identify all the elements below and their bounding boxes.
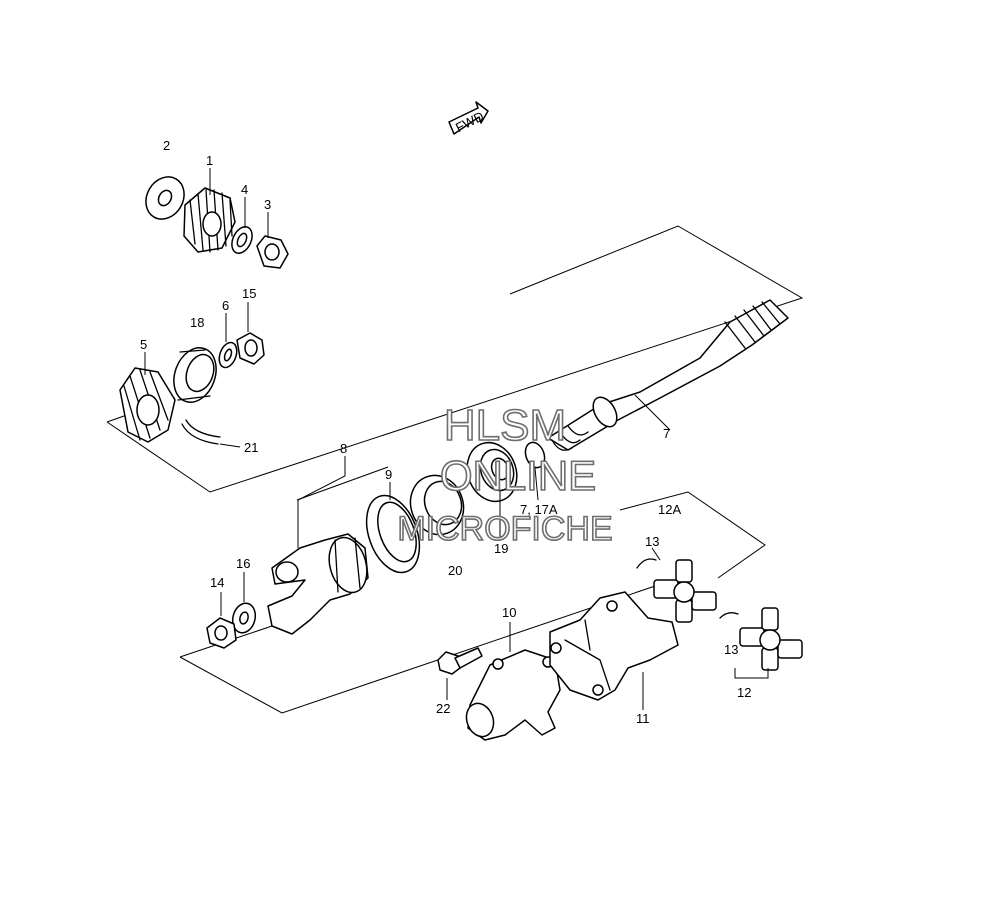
watermark: HLSM ONLINE MICROFICHE: [397, 400, 614, 549]
part-17-o-ring: [524, 441, 546, 469]
label-1: 1: [206, 153, 213, 168]
label-4: 4: [241, 182, 248, 197]
group-outline-lower-top: [296, 466, 389, 501]
part-19-bearing: [466, 441, 518, 503]
bracket-12: [734, 668, 769, 679]
label-5: 5: [140, 337, 147, 352]
fwd-arrow-icon: FWD: [448, 101, 489, 135]
part-4-washer-hole: [236, 232, 248, 248]
part-22-bolt: [437, 647, 483, 675]
watermark-line-2: ONLINE: [440, 452, 596, 499]
group-outline-lower: [179, 584, 659, 714]
part-21-clip: [181, 419, 221, 445]
watermark-line-1: HLSM: [444, 401, 566, 450]
part-2-washer: [145, 176, 185, 220]
label-8: 8: [340, 441, 347, 456]
part-5-ring-gear: [119, 367, 176, 443]
label-13-lower: 13: [724, 642, 738, 657]
part-13-circlip-b: [719, 612, 739, 619]
label-3: 3: [264, 197, 271, 212]
label-12: 12: [737, 685, 751, 700]
part-12a-spider: [653, 559, 717, 623]
part-11-flange-yoke: [549, 591, 679, 701]
fwd-label: FWD: [453, 108, 486, 135]
label-16: 16: [236, 556, 250, 571]
part-7-drive-shaft: [547, 299, 789, 451]
label-22: 22: [436, 701, 450, 716]
group-outline-12a: [619, 491, 766, 579]
part-18-bearing: [173, 347, 217, 403]
part-15-nut: [236, 332, 265, 365]
label-18: 18: [190, 315, 204, 330]
label-13-upper: 13: [645, 534, 659, 549]
part-13-circlip-a: [636, 558, 657, 569]
label-21: 21: [244, 440, 258, 455]
label-7: 7: [663, 426, 670, 441]
part-14-nut: [206, 617, 237, 649]
label-6: 6: [222, 298, 229, 313]
watermark-line-3: MICROFICHE: [397, 510, 612, 548]
part-8-yoke: [267, 533, 369, 635]
part-20-seal: [409, 474, 465, 536]
part-12-spider: [739, 607, 803, 671]
label-2: 2: [163, 138, 170, 153]
part-1-bevel-gear: [183, 187, 236, 253]
part-3-nut: [256, 235, 289, 269]
label-15: 15: [242, 286, 256, 301]
callout-labels: 2 1 4 3 15 6 18 5 21 7 7, 17A 19 20 8 9 …: [140, 138, 751, 726]
label-17a: 7, 17A: [520, 502, 558, 517]
part-6-washer-hole: [223, 348, 233, 362]
label-20: 20: [448, 563, 462, 578]
group-outline-upper: [106, 225, 804, 493]
label-9: 9: [385, 467, 392, 482]
label-10: 10: [502, 605, 516, 620]
leader-21: [219, 443, 241, 448]
leader-lines: [144, 168, 671, 710]
label-12a: 12A: [658, 502, 681, 517]
part-16-washer-hole: [239, 611, 249, 625]
label-19: 19: [494, 541, 508, 556]
part-9-seal-ring: [365, 494, 421, 574]
part-10-flange: [465, 649, 561, 741]
label-14: 14: [210, 575, 224, 590]
label-11: 11: [636, 711, 650, 726]
